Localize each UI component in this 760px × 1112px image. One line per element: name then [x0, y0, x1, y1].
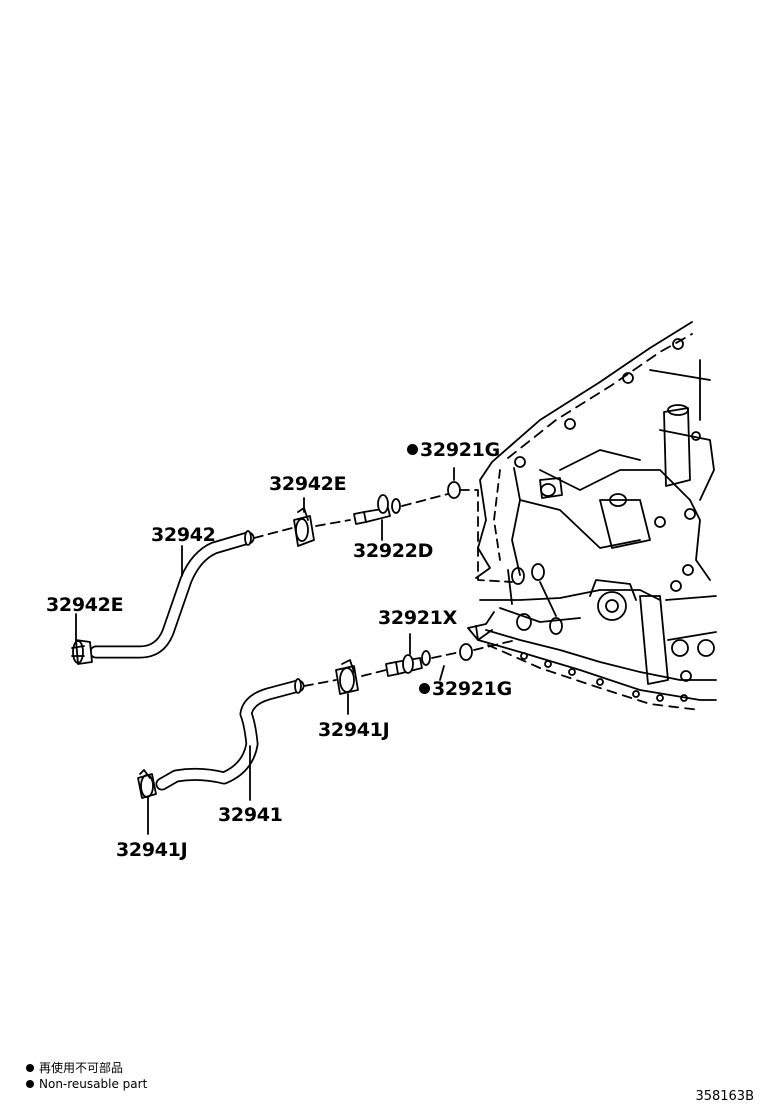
part-number: 32921G: [432, 678, 512, 700]
part-number: 32921G: [420, 439, 500, 461]
part-label-32941: 32941: [218, 806, 283, 825]
part-number: 32941J: [116, 839, 188, 861]
diagram-code: 358163B: [695, 1089, 754, 1104]
non-reusable-dot-icon: [26, 1080, 34, 1088]
legend-japanese: 再使用不可部品: [26, 1062, 123, 1074]
part-label-32941J-left: 32941J: [116, 839, 188, 861]
part-number: 32921X: [378, 607, 457, 629]
legend-text-en: Non-reusable part: [39, 1077, 148, 1091]
part-number: 32942E: [46, 594, 124, 616]
part-label-32942E-left: 32942E: [46, 594, 124, 616]
part-number: 32941: [218, 804, 283, 826]
transmission-case-illustration: [467, 321, 717, 711]
part-number: 32941J: [318, 719, 390, 741]
non-reusable-dot-icon: [419, 683, 430, 694]
part-label-32922D: 32922D: [353, 542, 433, 561]
legend-english: Non-reusable part: [26, 1078, 147, 1090]
part-label-32921G-top: 32921G: [407, 441, 500, 460]
part-label-32941J-right: 32941J: [318, 719, 390, 741]
legend-text-jp: 再使用不可部品: [39, 1061, 124, 1075]
hose-32941-assembly: [137, 633, 517, 835]
non-reusable-dot-icon: [26, 1064, 34, 1072]
part-number: 32942: [151, 524, 216, 546]
part-number: 32942E: [269, 473, 347, 495]
part-label-32942: 32942: [151, 526, 216, 545]
part-label-32921X: 32921X: [378, 609, 457, 628]
part-label-32921G-bottom: 32921G: [419, 680, 512, 699]
hose-32942-assembly: [71, 467, 513, 665]
part-label-32942E-top: 32942E: [269, 473, 347, 495]
non-reusable-dot-icon: [407, 444, 418, 455]
part-number: 32922D: [353, 540, 434, 562]
